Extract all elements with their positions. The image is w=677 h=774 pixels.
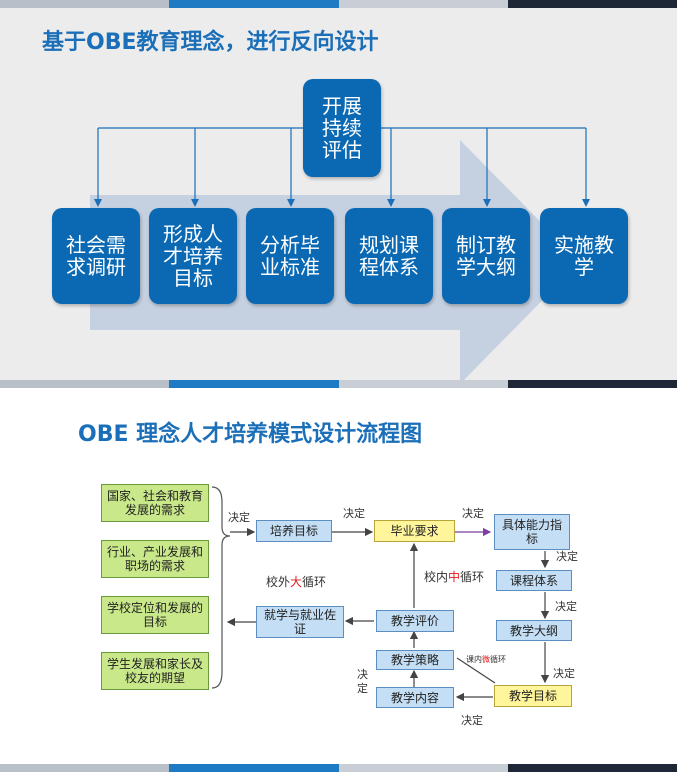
step-box-4: 规划课程体系: [345, 208, 433, 304]
teaching-evaluation-box: 教学评价: [376, 610, 454, 632]
input-box-stakeholder-expectations: 学生发展和家长及校友的期望: [101, 652, 209, 690]
big-arrow-shape: [90, 140, 580, 384]
input-box-national-needs: 国家、社会和教育发展的需求: [101, 484, 209, 522]
input-box-industry-needs: 行业、产业发展和职场的需求: [101, 540, 209, 578]
slide-1-title: 基于OBE教育理念，进行反向设计: [42, 30, 379, 55]
top-stripe-bar: [0, 0, 677, 8]
step-box-5: 制订教学大纲: [442, 208, 530, 304]
competency-indicators-box: 具体能力指标: [494, 514, 570, 550]
decide-label-7: 决定: [461, 714, 483, 727]
inputs-bracket: [211, 486, 231, 689]
decide-label-4: 决定: [556, 550, 578, 563]
graduation-requirements-box: 毕业要求: [374, 520, 455, 542]
slide-2-title: OBE 理念人才培养模式设计流程图: [78, 422, 423, 447]
teaching-goal-box: 教学目标: [494, 685, 572, 707]
continuous-evaluation-box: 开展持续评估: [303, 79, 381, 177]
syllabus-box: 教学大纲: [496, 620, 572, 641]
input-box-school-goals: 学校定位和发展的目标: [101, 596, 209, 634]
step-box-1: 社会需求调研: [52, 208, 140, 304]
decide-label-vertical-2: 定: [357, 682, 368, 695]
decide-label-vertical-1: 决: [357, 668, 368, 681]
bottom-stripe-bar: [0, 380, 677, 388]
arrow-heads: [94, 199, 590, 207]
teaching-content-box: 教学内容: [376, 687, 454, 708]
slide-1: 基于OBE教育理念，进行反向设计 开展持续评估 社会需求调研 形成人才培养目标 …: [0, 0, 677, 388]
step-box-3: 分析毕业标准: [246, 208, 334, 304]
step-box-6: 实施教学: [540, 208, 628, 304]
decide-label-1: 决定: [228, 511, 250, 524]
slide-1-graphics: [90, 127, 590, 384]
step-box-2: 形成人才培养目标: [149, 208, 237, 304]
class-micro-loop-label: 课内微循环: [466, 655, 506, 664]
slide-2-bottom-stripe-bar: [0, 764, 677, 772]
employment-evidence-box: 就学与就业佐证: [256, 606, 344, 638]
decide-label-2: 决定: [343, 507, 365, 520]
flowchart-lines: [211, 486, 550, 702]
decide-label-6: 决定: [553, 667, 575, 680]
decide-label-5: 决定: [555, 600, 577, 613]
decide-label-3: 决定: [462, 507, 484, 520]
outer-big-loop-label: 校外大循环: [266, 575, 327, 589]
curriculum-system-box: 课程体系: [496, 570, 572, 591]
training-goal-box: 培养目标: [256, 520, 332, 542]
slide-2: OBE 理念人才培养模式设计流程图 国家、社会和教育发展的需: [0, 392, 677, 774]
inner-mid-loop-label: 校内中循环: [424, 570, 485, 584]
teaching-strategy-box: 教学策略: [376, 650, 454, 670]
